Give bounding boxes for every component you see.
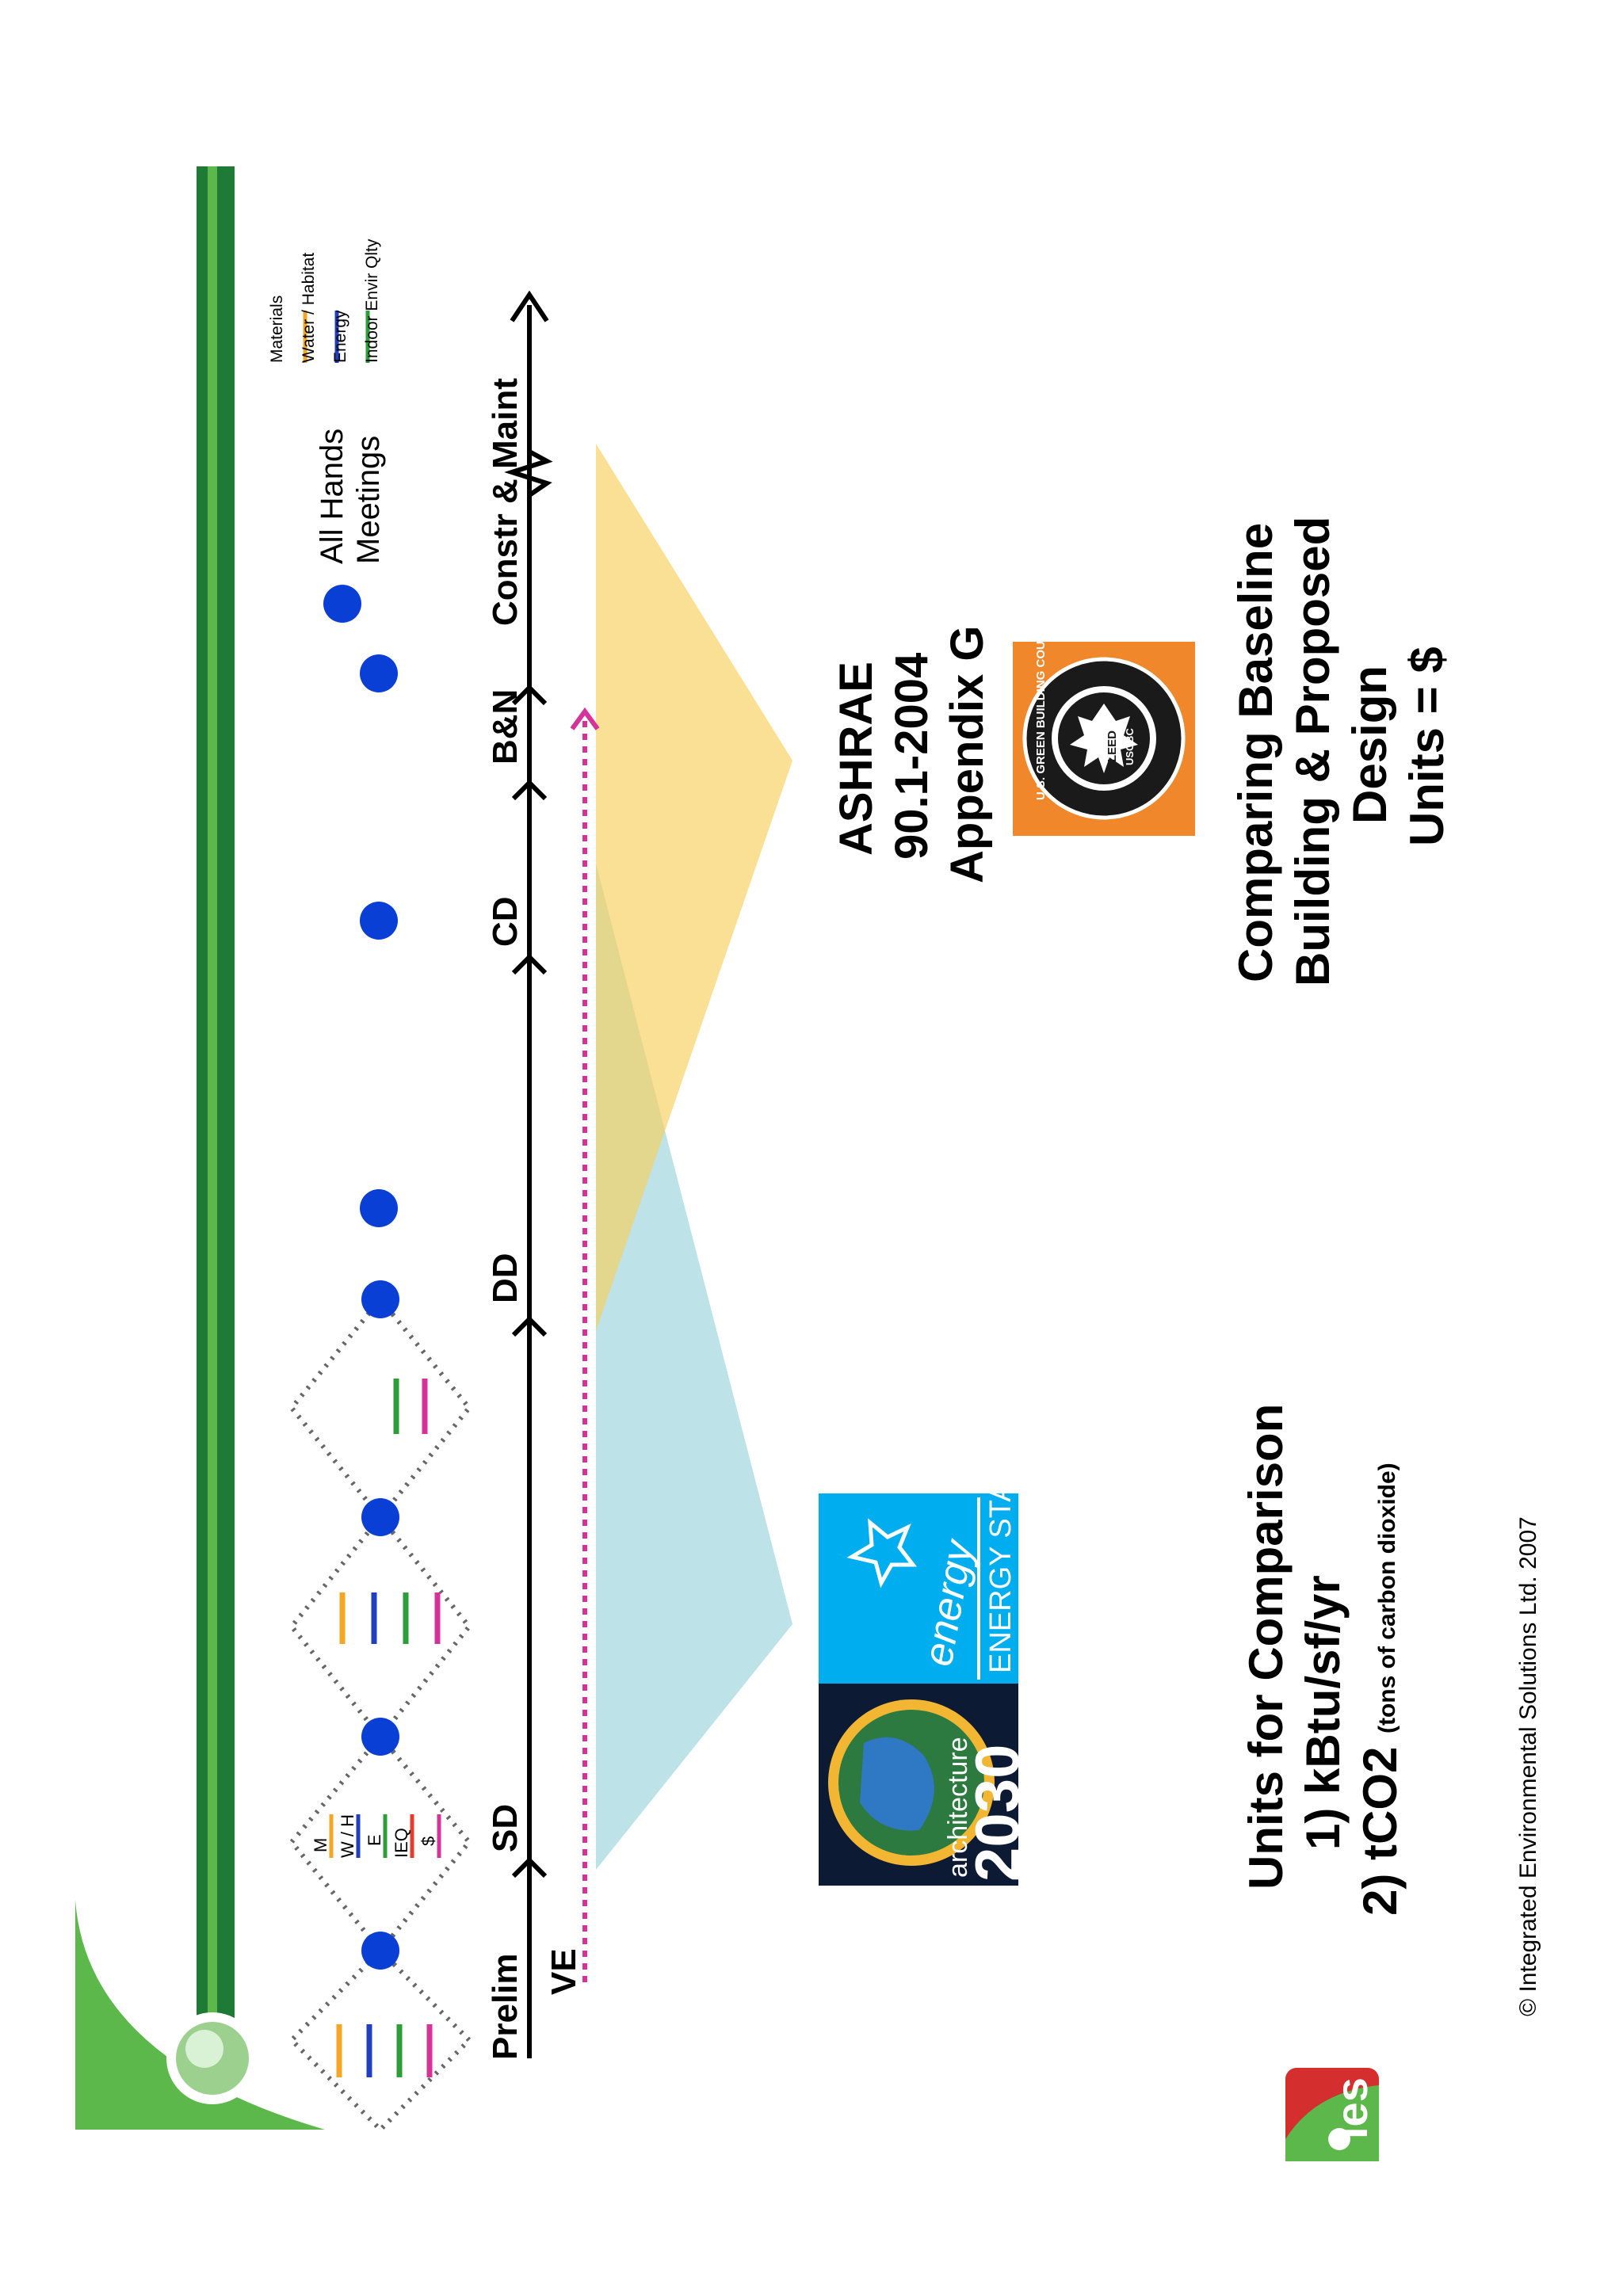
usgbc-logo-center: LEED — [1106, 730, 1119, 762]
tick-arrowhead-sd — [511, 1856, 548, 1878]
ies-logo-text: ies — [1327, 2077, 1377, 2139]
tick-arrowhead-bn — [511, 779, 548, 801]
legend-item-water: Water / Habitat — [300, 253, 318, 363]
review-diamond — [288, 1295, 472, 1521]
meetings-label-line2: Meetings — [351, 436, 386, 564]
energy-star-icon — [846, 1518, 918, 1589]
ashrae-line1: ASHRAE — [831, 662, 882, 856]
ashrae-line3: Appendix G — [941, 626, 993, 883]
energy-star-background — [819, 1493, 1018, 1684]
copyright: © Integrated Environmental Solutions Ltd… — [1515, 1516, 1541, 2016]
tick-arrowhead-cd — [511, 953, 548, 975]
meeting-dot — [361, 1718, 399, 1756]
inset-label-wh: W / H — [338, 1814, 357, 1858]
legend: Materials Water / Habitat Energy Indoor … — [268, 238, 381, 363]
comparing-line3: Design — [1343, 666, 1396, 824]
ies-logo-swoosh — [1285, 2085, 1379, 2161]
tick-arrowhead-dd — [511, 1315, 548, 1337]
phase-label-constr: Constr & Maint — [486, 378, 525, 626]
units-line1: 1) kBtu/sf/yr — [1296, 1575, 1350, 1850]
comparing-line4: Units = $ — [1400, 646, 1453, 846]
phase-label-dd: DD — [486, 1253, 525, 1303]
units-title: Units for Comparison — [1239, 1404, 1293, 1890]
ashrae-line2: 90.1-2004 — [886, 653, 938, 860]
usgbc-logo-sub: USGBC — [1124, 727, 1136, 765]
inset-label-e: E — [365, 1834, 384, 1846]
ve-label: VE — [544, 1948, 583, 1995]
meeting-dot — [361, 1498, 399, 1536]
architecture-2030-logo: architecture 2030 — [819, 1684, 1032, 1886]
legend-item-materials: Materials — [268, 296, 286, 363]
banner-orb-shine — [185, 2030, 223, 2068]
arch2030-word: architecture — [943, 1737, 973, 1878]
phase-label-bn: B&N — [486, 689, 525, 765]
meeting-dots — [323, 585, 399, 1970]
banner-stripe-highlight — [208, 166, 217, 2060]
usgbc-logo: LEED USGBC U.S. GREEN BUILDING COUNCIL — [1013, 613, 1195, 836]
arch2030-number: 2030 — [962, 1744, 1032, 1882]
ve-arrowhead — [570, 707, 600, 730]
meetings-label-line1: All Hands — [315, 429, 349, 564]
energy-star-label: ENERGY STAR — [984, 1460, 1018, 1673]
legend-item-ieq: Indoor Envir Qlty — [363, 238, 381, 363]
units-line2: 2) tCO2 — [1354, 1747, 1407, 1916]
ies-logo-orb — [1328, 2128, 1350, 2150]
comparing-line2: Building & Proposed — [1286, 517, 1339, 986]
arch2030-earth-ocean — [860, 1737, 934, 1831]
energy-star-logo: energy ENERGY STAR — [819, 1460, 1018, 1684]
inset-label-m: M — [311, 1838, 330, 1852]
phase-label-sd: SD — [486, 1804, 525, 1852]
legend-item-energy: Energy — [331, 310, 349, 363]
issue-bars-group-1 — [336, 2024, 433, 2077]
meeting-dot — [360, 654, 398, 692]
meeting-dot — [360, 902, 398, 940]
timeline-break — [504, 449, 553, 498]
meeting-dot — [360, 1189, 398, 1227]
corner-swoosh — [75, 1900, 325, 2130]
phase-label-cd: CD — [486, 896, 525, 947]
usgbc-logo-ring-text: U.S. GREEN BUILDING COUNCIL — [1034, 613, 1048, 800]
timeline-end-arrowhead — [510, 290, 549, 322]
review-diamond — [288, 1947, 473, 2134]
inset-labels: M W / H E IEQ $ — [311, 1814, 441, 1858]
meeting-dot — [361, 1932, 399, 1970]
inset-label-ieq: IEQ — [391, 1828, 411, 1858]
usgbc-leaf-icon — [1070, 704, 1138, 773]
inset-label-cost: $ — [418, 1836, 438, 1846]
units-line2-note: (tons of carbon dioxide) — [1374, 1463, 1400, 1733]
yellow-triangle — [596, 444, 792, 1331]
phase-label-prelim: Prelim — [486, 1953, 525, 2060]
review-diamonds — [288, 1295, 473, 2134]
comparing-line1: Comparing Baseline — [1229, 523, 1282, 982]
review-diamond — [288, 1513, 472, 1741]
meeting-dot — [361, 1280, 399, 1318]
tick-arrowhead-constr — [511, 684, 548, 706]
issue-bars-group-3 — [393, 1379, 428, 1434]
issue-bars-group-2 — [339, 1592, 441, 1644]
meeting-dot-legend — [323, 585, 361, 623]
ies-logo: ies — [1285, 2068, 1379, 2161]
